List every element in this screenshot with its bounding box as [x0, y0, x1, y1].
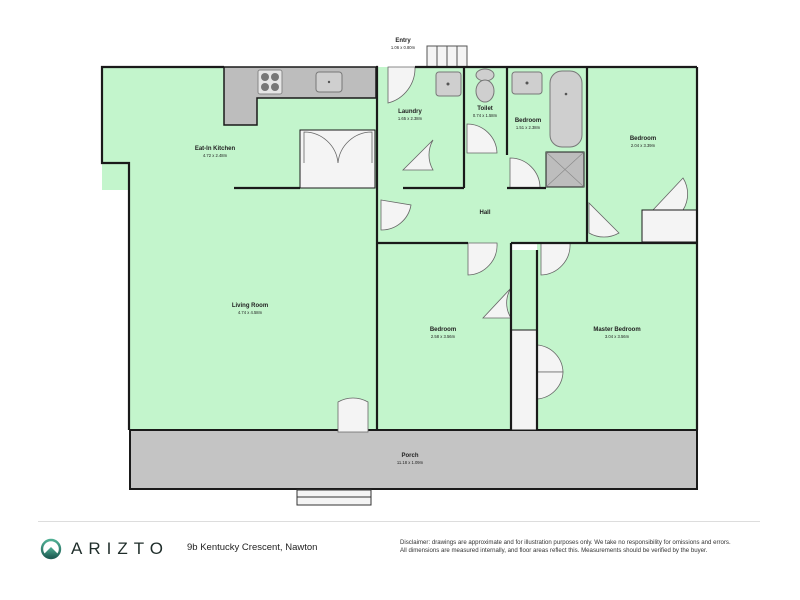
room-dims: 4.72 x 2.48m	[202, 153, 228, 158]
doors	[337, 66, 689, 433]
room-label-bedroom: Bedroom 2.58 x 3.56m	[430, 327, 456, 339]
room-label-living: Living Room 4.74 x 4.58m	[232, 303, 268, 315]
room-label-master-bedroom: Master Bedroom 3.04 x 3.56m	[593, 327, 640, 339]
entry-steps	[426, 45, 468, 68]
room-name: Master Bedroom	[593, 327, 641, 333]
room-name: Living Room	[231, 303, 269, 309]
floorplan-drawing	[100, 45, 699, 506]
room-label-bedroom-small: Bedroom 1.51 x 2.38m	[515, 118, 541, 130]
disclaimer-line-2: All dimensions are measured internally, …	[400, 547, 708, 554]
room-name: Entry	[395, 38, 411, 44]
kitchen-counter	[223, 66, 377, 126]
property-address: 9b Kentucky Crescent, Nawton	[187, 542, 318, 553]
room-name: Porch	[401, 453, 419, 459]
room-name: Eat-In Kitchen	[194, 146, 236, 152]
porch-area	[129, 429, 698, 490]
room-name: Hall	[479, 210, 491, 216]
mountain-circle-icon	[40, 538, 62, 560]
disclaimer: Disclaimer: drawings are approximate and…	[400, 539, 770, 555]
room-label-porch: Porch 11.18 x 1.09m	[397, 453, 423, 465]
room-label-entry: Entry 1.06 x 0.80m	[391, 38, 415, 50]
room-name: Bedroom	[514, 118, 542, 124]
room-dims: 11.18 x 1.09m	[396, 460, 424, 465]
footer-divider	[38, 521, 760, 522]
pantry	[299, 129, 376, 189]
brand-logo: ARIZTO	[40, 538, 169, 560]
room-label-laundry: Laundry 1.65 x 2.38m	[398, 109, 422, 121]
room-name: Toilet	[477, 106, 493, 112]
brand-name: ARIZTO	[71, 539, 170, 558]
room-dims: 1.65 x 2.38m	[397, 116, 423, 121]
room-dims: 4.74 x 4.58m	[237, 310, 263, 315]
room-name: Laundry	[398, 109, 422, 115]
room-label-hall: Hall	[479, 210, 490, 216]
room-dims: 1.06 x 0.80m	[390, 45, 416, 50]
room-label-toilet: Toilet 0.74 x 1.58m	[473, 106, 497, 118]
room-dims: 1.51 x 2.38m	[515, 125, 541, 130]
walls	[100, 65, 699, 430]
room-dims: 3.04 x 3.56m	[604, 334, 630, 339]
room-name: Bedroom	[629, 136, 657, 142]
disclaimer-line-1: Disclaimer: drawings are approximate and…	[400, 539, 731, 546]
room-dims: 0.74 x 1.58m	[472, 113, 498, 118]
room-label-kitchen: Eat-In Kitchen 4.72 x 2.48m	[195, 146, 235, 158]
room-dims: 2.58 x 3.56m	[430, 334, 456, 339]
room-dims: 2.04 x 3.39m	[630, 143, 656, 148]
room-name: Bedroom	[429, 327, 457, 333]
room-label-bedroom-right: Bedroom 2.04 x 3.39m	[630, 136, 656, 148]
